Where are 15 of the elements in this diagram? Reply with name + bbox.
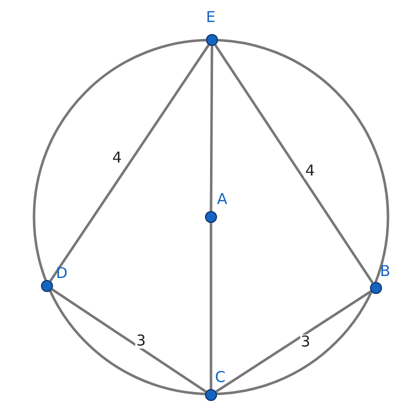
edge-label: 4 [111,150,123,166]
edge-label: 4 [304,164,316,178]
line-segment [51,288,207,393]
edge-label: 3 [135,333,147,348]
point-label: D [56,266,68,281]
line-segment [214,44,374,284]
line-segment [210,223,212,389]
point-label: C [215,370,226,385]
line-segment [49,44,210,282]
point-label: B [380,264,390,279]
point-label: A [217,192,228,207]
line-segment [210,46,214,211]
line-segment [215,290,372,393]
edge-label: 3 [300,334,312,349]
point-label: E [206,10,216,25]
